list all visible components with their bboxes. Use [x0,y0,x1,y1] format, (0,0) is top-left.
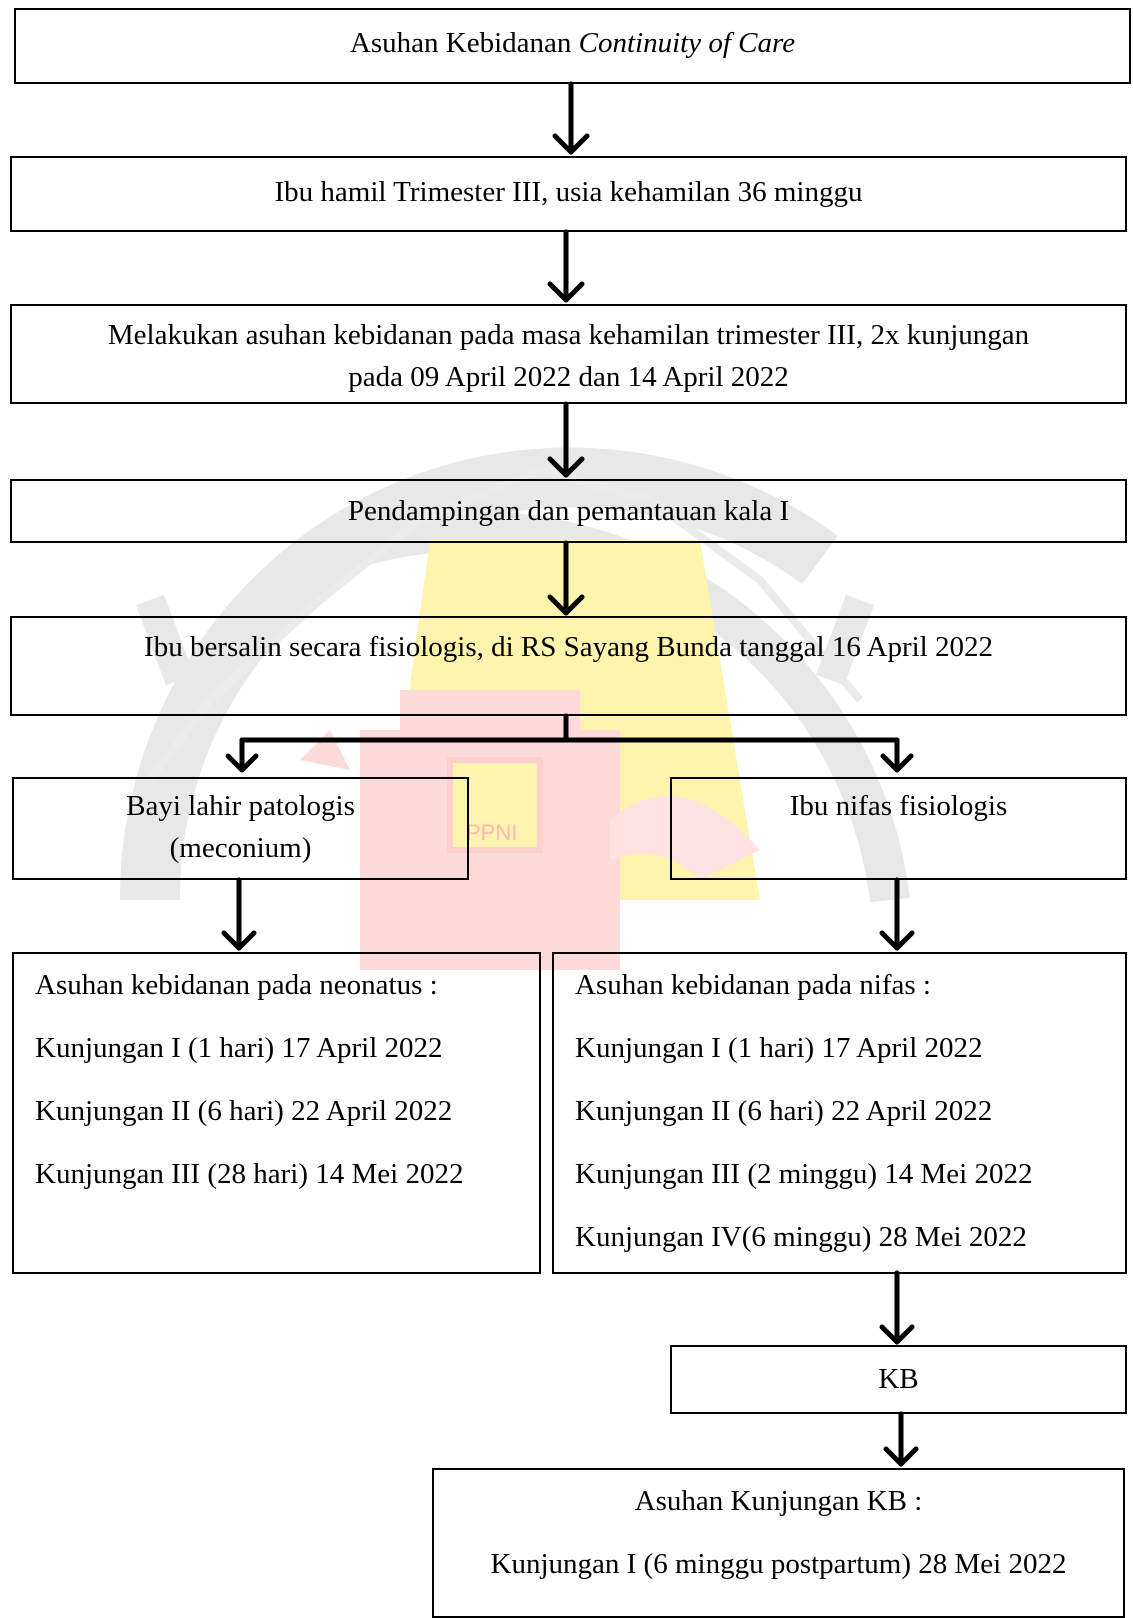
anc-node: Melakukan asuhan kebidanan pada masa keh… [10,304,1127,404]
pregnant-node-label: Ibu hamil Trimester III, usia kehamilan … [274,176,863,208]
neonate-node-title: Asuhan kebidanan pada neonatus : [35,969,438,1001]
neonate-visit-item: Kunjungan II (6 hari) 22 April 2022 [35,1095,453,1127]
root-node-label: Asuhan Kebidanan Continuity of Care [349,27,796,59]
postpartum-visit-item: Kunjungan IV(6 minggu) 28 Mei 2022 [575,1221,1027,1253]
neonate-visit-item: Kunjungan III (28 hari) 14 Mei 2022 [35,1158,464,1190]
arrow-labor-to-birth [547,540,585,616]
labor-node: Pendampingan dan pemantauan kala I [10,479,1127,543]
baby-node-line1: Bayi lahir patologis [126,790,355,822]
arrow-postpartum-to-kb [879,1270,915,1345]
watermark-center-text: PPNI [466,820,517,845]
labor-node-label: Pendampingan dan pemantauan kala I [347,495,790,527]
root-node: Asuhan Kebidanan Continuity of Care [14,8,1131,84]
kb-visit-node-title: Asuhan Kunjungan KB : [634,1485,923,1517]
neonate-node: Asuhan kebidanan pada neonatus : Kunjung… [12,952,541,1274]
postpartum-visit-item: Kunjungan II (6 hari) 22 April 2022 [575,1095,993,1127]
mother-node-label: Ibu nifas fisiologis [789,790,1008,822]
arrow-baby-to-neonate [221,877,257,951]
split-birth-to-branches [225,713,914,773]
arrow-anc-to-labor [547,401,585,478]
anc-node-line2: pada 09 April 2022 dan 14 April 2022 [348,361,789,393]
arrow-kb-to-kbvisit [883,1411,919,1467]
arrow-root-to-pregnant [552,81,590,155]
postpartum-node-title: Asuhan kebidanan pada nifas : [575,969,931,1001]
pregnant-node: Ibu hamil Trimester III, usia kehamilan … [10,156,1127,232]
postpartum-visit-item: Kunjungan I (1 hari) 17 April 2022 [575,1032,983,1064]
birth-node: Ibu bersalin secara fisiologis, di RS Sa… [10,616,1127,716]
postpartum-visit-item: Kunjungan III (2 minggu) 14 Mei 2022 [575,1158,1033,1190]
arrow-pregnant-to-anc [547,229,585,303]
kb-visit-item: Kunjungan I (6 minggu postpartum) 28 Mei… [490,1548,1067,1580]
kb-visit-node: Asuhan Kunjungan KB : Kunjungan I (6 min… [432,1468,1125,1618]
postpartum-node: Asuhan kebidanan pada nifas : Kunjungan … [552,952,1127,1274]
baby-node-line2: (meconium) [169,832,312,864]
kb-node-label: KB [878,1363,919,1395]
baby-node: Bayi lahir patologis (meconium) [12,777,469,880]
arrow-mother-to-postpartum [879,877,915,951]
birth-node-label: Ibu bersalin secara fisiologis, di RS Sa… [144,631,993,663]
kb-node: KB [670,1345,1127,1414]
mother-node: Ibu nifas fisiologis [670,777,1127,880]
neonate-visit-item: Kunjungan I (1 hari) 17 April 2022 [35,1032,443,1064]
anc-node-line1: Melakukan asuhan kebidanan pada masa keh… [107,319,1030,351]
